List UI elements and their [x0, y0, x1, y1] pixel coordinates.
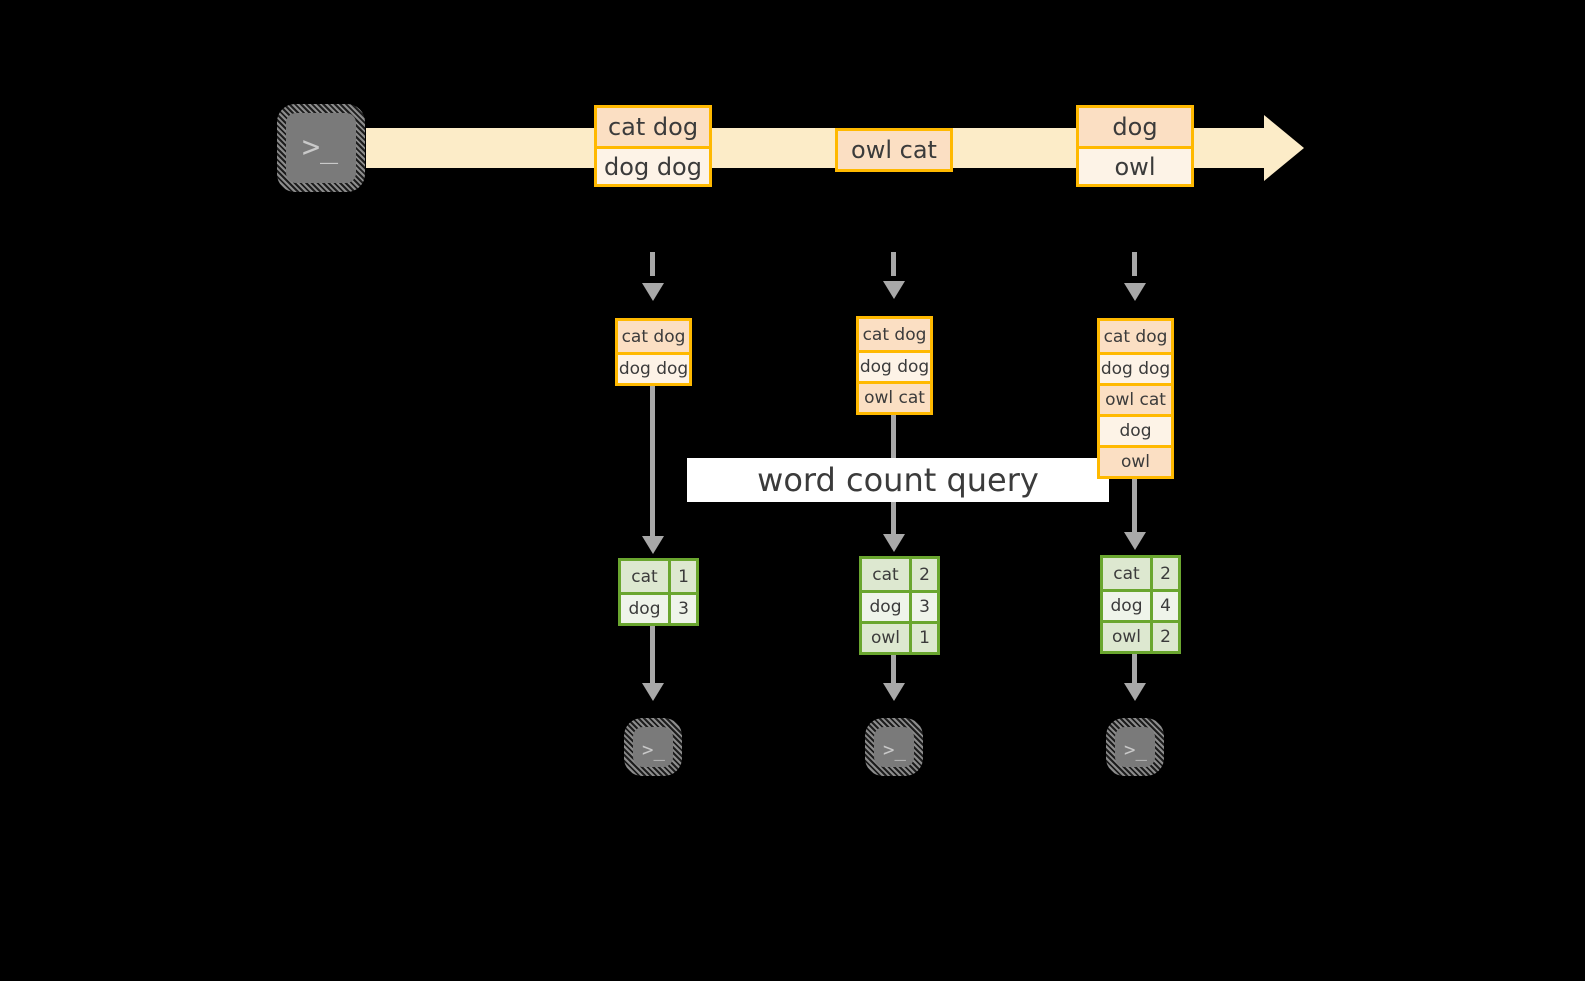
- terminal-prompt-glyph: >_: [642, 739, 665, 761]
- terminal-face: [874, 727, 914, 767]
- result-word: owl: [862, 624, 909, 652]
- ingest-arrowhead-1: [642, 283, 664, 301]
- sink-arrowhead-3: [1124, 683, 1146, 701]
- query-arrowhead-2: [883, 534, 905, 552]
- accumulated-line: dog: [1100, 414, 1171, 445]
- sink-terminal-icon-3[interactable]: >_: [1106, 718, 1164, 776]
- sink-line-3: [1132, 653, 1137, 683]
- result-count: 3: [909, 593, 937, 621]
- accumulated-line: dog dog: [859, 350, 930, 381]
- result-word: cat: [862, 559, 909, 590]
- terminal-prompt-glyph: >_: [1124, 739, 1147, 761]
- result-word: cat: [1103, 558, 1150, 589]
- result-row: cat 2: [862, 559, 937, 590]
- query-line-1: [650, 386, 655, 536]
- sink-line-2: [891, 654, 896, 683]
- ingest-arrowhead-2: [883, 281, 905, 299]
- result-count: 3: [668, 595, 696, 623]
- terminal-prompt-glyph: >_: [302, 130, 339, 165]
- result-count: 2: [909, 559, 937, 590]
- result-table-1: cat 1 dog 3: [618, 558, 699, 626]
- result-row: owl 2: [1103, 620, 1178, 651]
- result-row: dog 4: [1103, 589, 1178, 620]
- sink-arrowhead-1: [642, 683, 664, 701]
- result-count: 4: [1150, 592, 1178, 620]
- stream-record-3: dog owl: [1076, 105, 1194, 187]
- result-word: dog: [1103, 592, 1150, 620]
- stream-arrowhead: [1264, 115, 1304, 181]
- stream-record-line: owl cat: [838, 131, 950, 169]
- sink-terminal-icon-2[interactable]: >_: [865, 718, 923, 776]
- result-word: dog: [621, 595, 668, 623]
- stream-record-line: owl: [1079, 146, 1191, 184]
- source-terminal-icon[interactable]: >_: [277, 104, 365, 192]
- terminal-face: [286, 113, 356, 183]
- accumulated-line: cat dog: [618, 321, 689, 352]
- accumulated-line: owl: [1100, 445, 1171, 476]
- accumulated-line: cat dog: [1100, 321, 1171, 352]
- result-row: owl 1: [862, 621, 937, 652]
- result-table-3: cat 2 dog 4 owl 2: [1100, 555, 1181, 654]
- query-arrowhead-3: [1124, 532, 1146, 550]
- query-line-3: [1132, 478, 1137, 532]
- ingest-dash-3: [1132, 252, 1137, 276]
- result-count: 2: [1150, 623, 1178, 651]
- accumulated-records-2: cat dog dog dog owl cat: [856, 316, 933, 415]
- ingest-dash-2: [891, 252, 896, 276]
- terminal-face: [1115, 727, 1155, 767]
- result-row: cat 2: [1103, 558, 1178, 589]
- sink-arrowhead-2: [883, 683, 905, 701]
- accumulated-records-1: cat dog dog dog: [615, 318, 692, 386]
- accumulated-line: cat dog: [859, 319, 930, 350]
- result-row: cat 1: [621, 561, 696, 592]
- accumulated-line: owl cat: [1100, 383, 1171, 414]
- stream-record-line: cat dog: [597, 108, 709, 146]
- query-label: word count query: [687, 458, 1109, 502]
- stream-record-line: dog: [1079, 108, 1191, 146]
- result-count: 2: [1150, 558, 1178, 589]
- ingest-arrowhead-3: [1124, 283, 1146, 301]
- accumulated-records-3: cat dog dog dog owl cat dog owl: [1097, 318, 1174, 479]
- ingest-dash-1: [650, 252, 655, 276]
- sink-line-1: [650, 625, 655, 683]
- stream-record-2: owl cat: [835, 128, 953, 172]
- stream-record-1: cat dog dog dog: [594, 105, 712, 187]
- result-table-2: cat 2 dog 3 owl 1: [859, 556, 940, 655]
- result-count: 1: [909, 624, 937, 652]
- query-arrowhead-1: [642, 536, 664, 554]
- terminal-face: [633, 727, 673, 767]
- result-word: cat: [621, 561, 668, 592]
- accumulated-line: owl cat: [859, 381, 930, 412]
- result-row: dog 3: [621, 592, 696, 623]
- accumulated-line: dog dog: [618, 352, 689, 383]
- result-word: owl: [1103, 623, 1150, 651]
- accumulated-line: dog dog: [1100, 352, 1171, 383]
- sink-terminal-icon-1[interactable]: >_: [624, 718, 682, 776]
- terminal-prompt-glyph: >_: [883, 739, 906, 761]
- result-word: dog: [862, 593, 909, 621]
- result-row: dog 3: [862, 590, 937, 621]
- stream-record-line: dog dog: [597, 146, 709, 184]
- result-count: 1: [668, 561, 696, 592]
